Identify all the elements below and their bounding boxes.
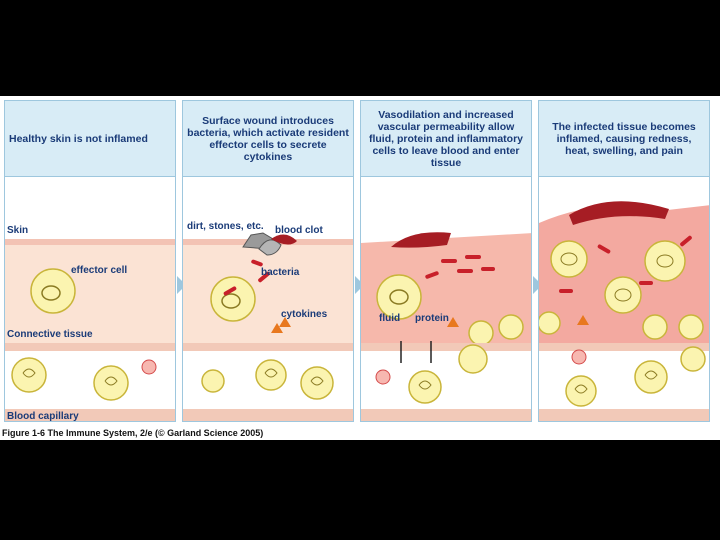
panel-infected-tissue: The infected tissue becomes inflamed, ca… (538, 100, 710, 422)
figure-caption: Figure 1-6 The Immune System, 2/e (© Gar… (2, 428, 263, 438)
red-blood-cell (566, 376, 596, 406)
immune-cell (681, 347, 705, 371)
effector-cell-label: effector cell (71, 265, 127, 276)
panel-3-body: fluid protein (361, 177, 531, 422)
cytokines-label: cytokines (281, 309, 327, 320)
immune-cell (459, 345, 487, 373)
bacteria-label: bacteria (261, 267, 299, 278)
platelet (142, 360, 156, 374)
panel-4-illustration (539, 177, 710, 422)
connective-tissue-label: Connective tissue (7, 329, 93, 340)
red-blood-cell (12, 358, 46, 392)
panel-2-illustration (183, 177, 354, 422)
protein-label: protein (415, 313, 449, 324)
panel-3-illustration (361, 177, 532, 422)
red-blood-cell (202, 370, 224, 392)
blood-capillary-label: Blood capillary (7, 411, 79, 422)
effector-cell (31, 269, 75, 313)
panel-4-header: The infected tissue becomes inflamed, ca… (539, 101, 709, 177)
panel-2-body: dirt, stones, etc. blood clot bacteria c… (183, 177, 353, 422)
panel-surface-wound: Surface wound introduces bacteria, which… (182, 100, 354, 422)
platelet (376, 370, 390, 384)
inflammation-figure: Healthy skin is not inflamed Skin effec (0, 96, 720, 440)
skin-label: Skin (7, 225, 28, 236)
panel-1-heading: Healthy skin is not inflamed (9, 133, 171, 145)
skin-layer (5, 239, 176, 245)
panel-1-header: Healthy skin is not inflamed (5, 101, 175, 177)
panel-3-header: Vasodilation and increased vascular perm… (361, 101, 531, 177)
fluid-label: fluid (379, 313, 400, 324)
panel-4-heading: The infected tissue becomes inflamed, ca… (543, 121, 705, 157)
immune-cell (679, 315, 703, 339)
effector-cell (645, 241, 685, 281)
skin-surface (5, 177, 176, 239)
panel-4-body (539, 177, 709, 422)
dirt-label: dirt, stones, etc. (187, 221, 264, 232)
red-blood-cell (409, 371, 441, 403)
immune-cell (469, 321, 493, 345)
platelet (572, 350, 586, 364)
vessel-wall-top (5, 343, 176, 351)
effector-cell (605, 277, 641, 313)
blood-clot-label: blood clot (275, 225, 323, 236)
panel-1-body: Skin effector cell Connective tissue Blo… (5, 177, 175, 422)
red-blood-cell (256, 360, 286, 390)
panel-1-illustration (5, 177, 176, 422)
red-blood-cell (635, 361, 667, 393)
immune-cell (643, 315, 667, 339)
panel-healthy-skin: Healthy skin is not inflamed Skin effec (4, 100, 176, 422)
panel-2-heading: Surface wound introduces bacteria, which… (187, 115, 349, 163)
panel-2-header: Surface wound introduces bacteria, which… (183, 101, 353, 177)
effector-cell (551, 241, 587, 277)
immune-cell (499, 315, 523, 339)
red-blood-cell (94, 366, 128, 400)
effector-cell (211, 277, 255, 321)
red-blood-cell (301, 367, 333, 399)
panel-3-heading: Vasodilation and increased vascular perm… (365, 109, 527, 169)
panel-vasodilation: Vasodilation and increased vascular perm… (360, 100, 532, 422)
immune-cell (539, 312, 560, 334)
